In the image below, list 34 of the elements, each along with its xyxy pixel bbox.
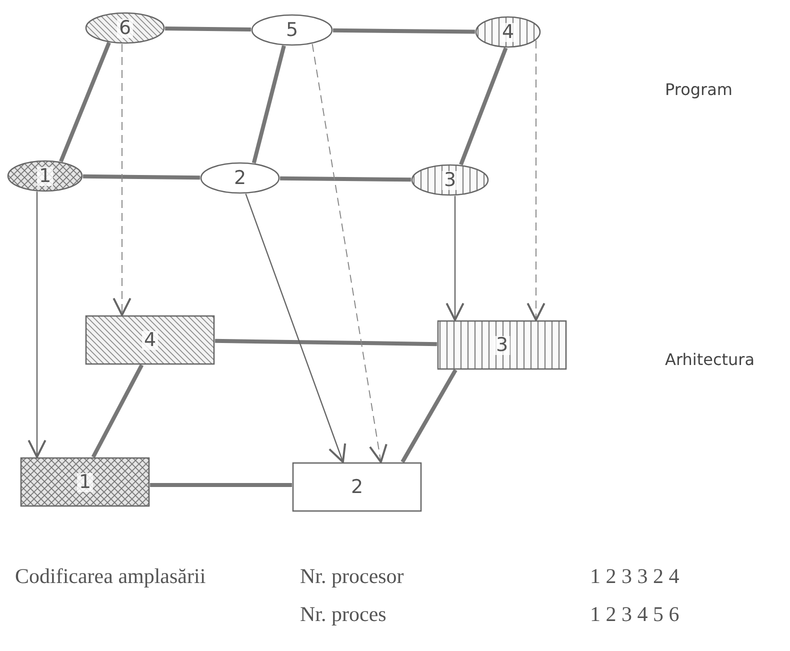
row-values: 1 2 3 4 5 6: [590, 602, 680, 627]
process-ellipse: [7, 160, 83, 192]
mapping-arrow: [28, 192, 46, 458]
connector-line: [82, 174, 200, 180]
process-ellipse: [251, 14, 333, 46]
connector-line: [59, 42, 111, 162]
processor-box: [85, 315, 215, 365]
process-ellipse: [200, 162, 280, 194]
connector-line: [91, 364, 144, 458]
mapping-arrow: [446, 196, 464, 321]
connector-line: [400, 369, 458, 463]
mapping-arrow: [112, 43, 132, 316]
process-ellipse: [411, 164, 489, 196]
table-heading: Codificarea amplasării: [15, 564, 206, 589]
processor-box: [292, 462, 422, 512]
processor-box: [437, 320, 567, 370]
connector-line: [280, 176, 412, 182]
connector-line: [459, 47, 508, 166]
level-label: Arhitectura: [665, 350, 755, 369]
processor-box: [20, 457, 150, 507]
connector-line: [164, 26, 252, 32]
connector-line: [150, 483, 292, 487]
mapping-arrow: [245, 194, 346, 463]
level-label: Program: [665, 80, 733, 99]
connector-line: [252, 45, 286, 164]
connector-line: [214, 338, 438, 346]
row-label: Nr. procesor: [300, 564, 404, 589]
process-ellipse: [85, 12, 165, 44]
row-label: Nr. proces: [300, 602, 386, 627]
process-ellipse: [475, 16, 541, 48]
mapping-arrow: [312, 43, 388, 463]
mapping-arrow: [526, 40, 546, 321]
connector-line: [332, 28, 476, 34]
row-values: 1 2 3 3 2 4: [590, 564, 680, 589]
